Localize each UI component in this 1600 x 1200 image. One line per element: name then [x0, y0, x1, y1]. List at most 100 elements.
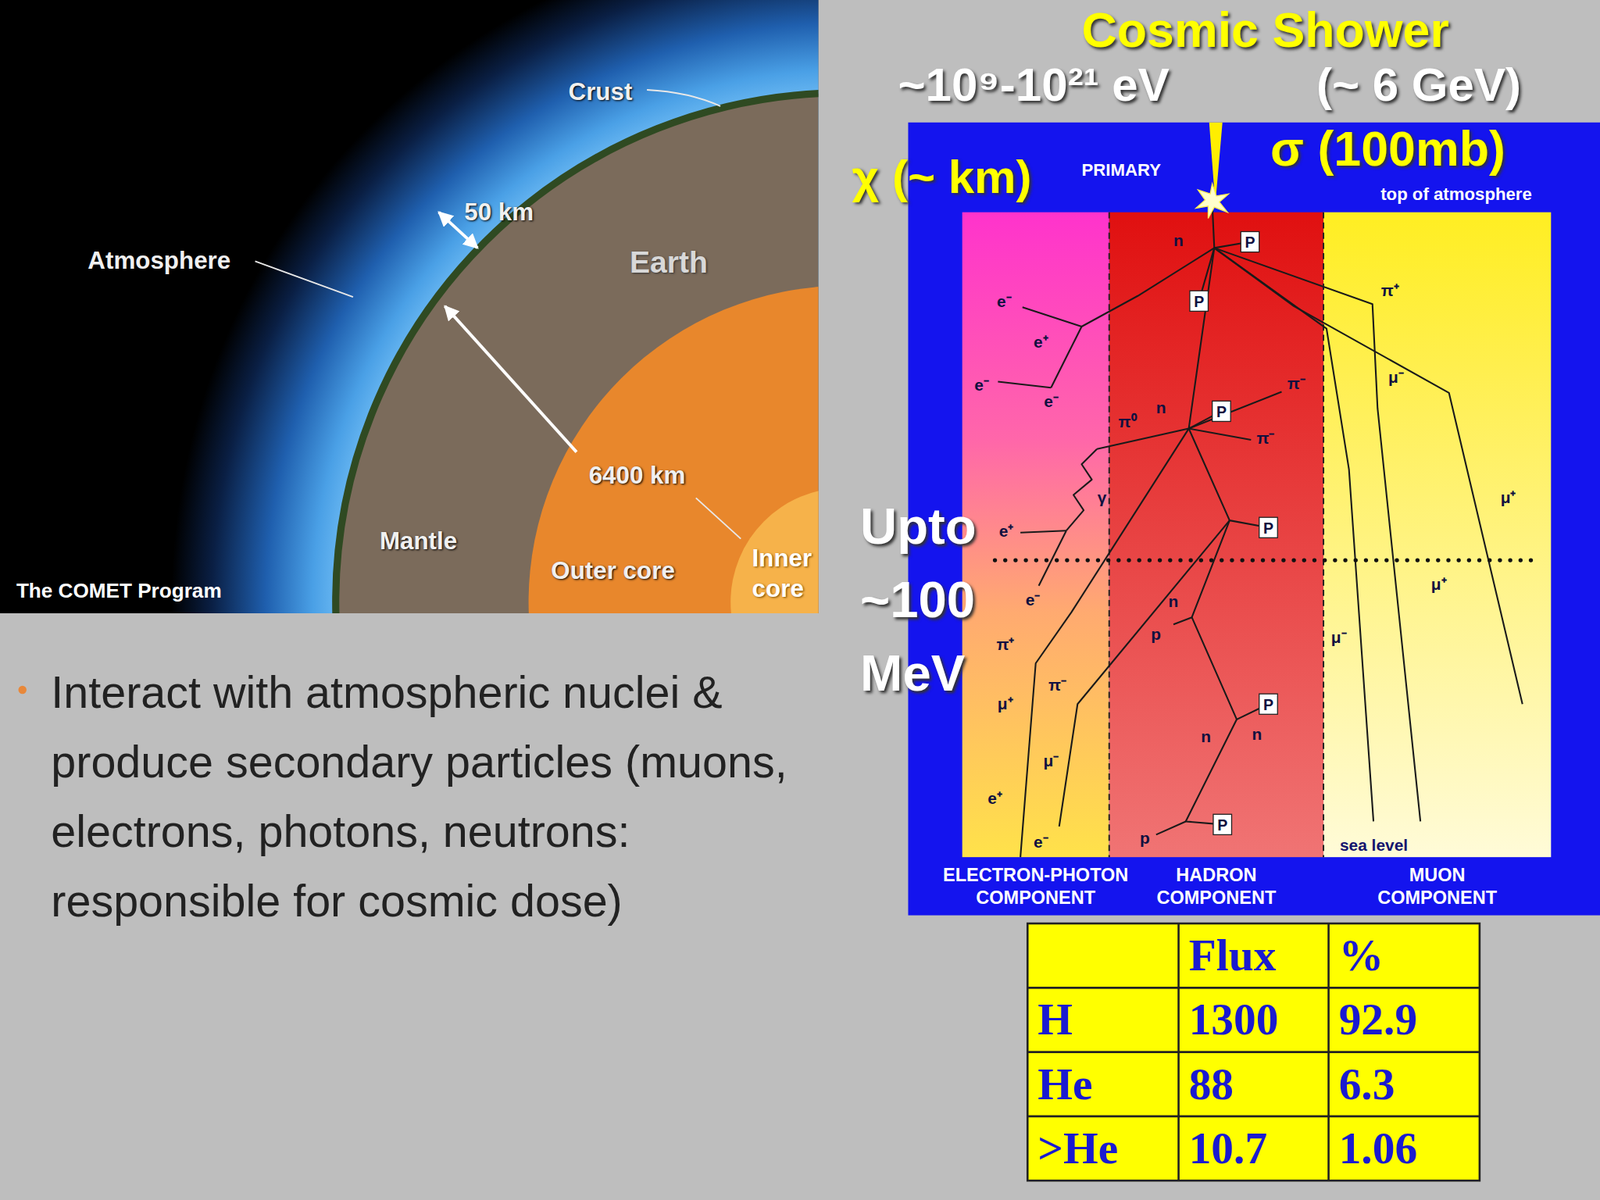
neutron-label: n — [1252, 726, 1263, 743]
table-cell: 1.06 — [1339, 1116, 1418, 1181]
layer-label: Outer core — [550, 556, 675, 585]
positron-label: e⁺ — [987, 790, 1002, 808]
positron-label: e⁺ — [1033, 334, 1048, 351]
electron-track — [1050, 326, 1082, 388]
sea-level-label: sea level — [1339, 836, 1408, 855]
interaction-length: χ (~ km) — [852, 150, 1033, 203]
shower-illustration — [907, 122, 1600, 916]
proton-box — [1240, 231, 1260, 252]
table-cell: >He — [1037, 1116, 1118, 1181]
neutron-label: n — [1200, 728, 1211, 746]
table-rule — [1027, 1050, 1480, 1054]
table-cell: He — [1037, 1052, 1093, 1117]
cross-section: σ (100mb) — [1270, 122, 1506, 177]
electron-track — [997, 381, 1051, 388]
shower-panel: PRIMARY top of atmosphereELECTRON-PHOTON … — [907, 122, 1600, 916]
pion-label: π⁰ — [1118, 414, 1138, 431]
muon-label: μ⁻ — [1388, 369, 1404, 386]
pion-label: π⁻ — [1256, 430, 1275, 447]
proton-box — [1212, 400, 1232, 422]
electron-track — [1020, 530, 1067, 533]
muon-track — [1214, 247, 1374, 822]
pion-label: π⁺ — [996, 636, 1015, 654]
proton-label: P — [1263, 696, 1274, 712]
earth-illustration — [0, 0, 819, 614]
neutron-label: n — [1168, 593, 1179, 611]
component-label: ELECTRON-PHOTON COMPONENT — [931, 865, 1141, 910]
outer-core — [528, 285, 819, 614]
proton-label: P — [1244, 234, 1255, 250]
hadron-track — [1156, 821, 1186, 835]
electron-label: e⁻ — [974, 377, 989, 394]
layer-label: Mantle — [379, 526, 458, 555]
proton-box — [1189, 290, 1209, 311]
table-cell: 10.7 — [1189, 1116, 1268, 1181]
band-fill — [1323, 212, 1551, 858]
table-cell: 1300 — [1189, 987, 1279, 1052]
leader-line — [696, 497, 741, 539]
neutron-label: n — [1156, 400, 1167, 417]
muon-track — [1214, 247, 1522, 704]
bullet-marker — [18, 685, 27, 694]
energy-typical: (~ 6 GeV) — [1316, 59, 1522, 111]
leader-line — [646, 89, 721, 107]
band-fill — [1109, 212, 1324, 858]
proton-box — [1259, 693, 1279, 715]
abundance-table — [1027, 923, 1480, 1181]
electron-label: e⁻ — [1033, 834, 1048, 851]
proton-boxes — [1189, 231, 1278, 835]
band-divider — [1108, 212, 1111, 858]
energy-range: ~10⁹-10²¹ eV — [897, 59, 1169, 111]
proton-label: P — [1216, 403, 1227, 420]
photon-track — [1066, 449, 1097, 531]
electron-track — [1022, 247, 1215, 327]
electron-label: e⁻ — [1043, 393, 1058, 411]
energy-threshold: Upto ~100 MeV — [860, 489, 977, 711]
shower-panel-fill — [907, 122, 1600, 916]
hadron-track — [1185, 719, 1237, 825]
component-label: HADRON COMPONENT — [1139, 865, 1293, 910]
pion-label: π⁻ — [1048, 677, 1067, 694]
muon-label: μ⁺ — [997, 696, 1013, 713]
table-cell: 6.3 — [1339, 1052, 1396, 1117]
table-header: % — [1339, 923, 1384, 988]
mantle-crust — [335, 92, 819, 614]
muon-track — [1214, 247, 1421, 822]
proton-label: p — [1139, 830, 1150, 847]
layer-label: Atmosphere — [87, 246, 231, 275]
table-cell: 88 — [1189, 1052, 1234, 1117]
neutron-label: n — [1173, 232, 1184, 250]
image-credit: The COMET Program — [16, 579, 222, 604]
body-label: Earth — [629, 244, 708, 280]
thickness-label: 50 km — [464, 197, 534, 226]
proton-box — [1259, 517, 1279, 538]
proton-box — [1213, 814, 1233, 835]
pion-track — [1189, 428, 1252, 440]
bullet-text: Interact with atmospheric nuclei & produ… — [50, 657, 852, 936]
positron-label: e⁺ — [999, 523, 1014, 540]
muon-label: μ⁺ — [1431, 576, 1447, 593]
dotted-threshold-line — [994, 557, 1536, 562]
radius-label: 6400 km — [589, 460, 686, 490]
proton-label: P — [1217, 817, 1228, 833]
hadron-track — [1173, 520, 1230, 625]
proton-label: p — [1150, 626, 1161, 643]
panel-label: top of atmosphere — [1380, 185, 1533, 205]
muon-label: μ⁻ — [1043, 753, 1059, 770]
muon-label: μ⁺ — [1500, 489, 1516, 507]
pion-track — [1096, 428, 1190, 450]
table-fill — [1027, 923, 1480, 1181]
muon-label: μ⁻ — [1331, 629, 1347, 647]
layer-label: Inner core — [752, 542, 813, 604]
table-rule — [1027, 986, 1480, 990]
atmosphere-glow — [171, 0, 818, 614]
hadron-track — [1192, 617, 1269, 720]
photon-label: γ — [1097, 489, 1108, 507]
proton-label: P — [1193, 293, 1204, 310]
panel-label: PRIMARY — [1081, 160, 1161, 180]
muon-track — [1059, 520, 1230, 827]
slide-title: Cosmic Shower — [1081, 3, 1449, 58]
table-cell: H — [1037, 987, 1073, 1052]
